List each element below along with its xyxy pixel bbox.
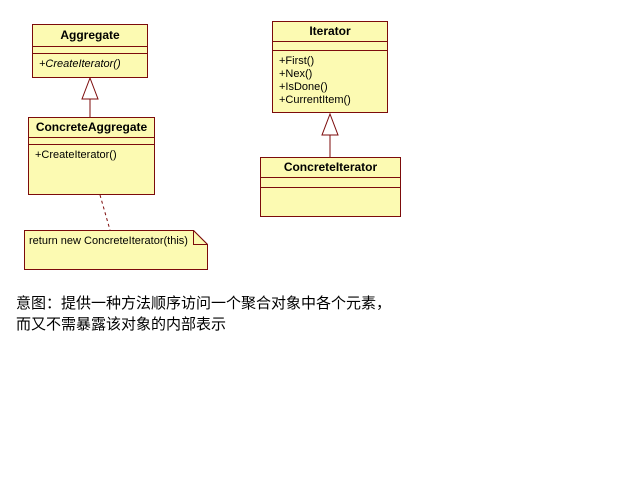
note-anchor-dashed-line — [99, 194, 111, 231]
method-label: +CurrentItem() — [279, 94, 351, 106]
hollow-triangle-arrowhead-icon — [81, 76, 99, 100]
class-box-iterator[interactable]: Iterator +First() +Nex() +IsDone() +Curr… — [272, 21, 388, 113]
methods-compartment: +First() +Nex() +IsDone() +CurrentItem() — [273, 51, 387, 107]
class-title: Iterator — [273, 22, 387, 42]
generalization-concrete-aggregate-to-aggregate — [81, 76, 99, 117]
methods-compartment — [261, 188, 400, 192]
attributes-compartment — [29, 138, 154, 145]
method-label: +First() — [279, 55, 315, 67]
attributes-compartment — [261, 178, 400, 188]
method-label: +IsDone() — [279, 81, 328, 93]
method-label: +Nex() — [279, 68, 313, 80]
class-title: Aggregate — [33, 25, 147, 47]
note-body — [24, 230, 208, 270]
generalization-concrete-iterator-to-iterator — [321, 112, 339, 157]
method-label: +CreateIterator() — [35, 149, 117, 161]
attributes-compartment — [273, 42, 387, 51]
note-shape — [24, 229, 209, 270]
note-text: return new ConcreteIterator(this) — [29, 235, 188, 247]
caption-line-1: 意图：提供一种方法顺序访问一个聚合对象中各个元素， — [16, 295, 392, 312]
note-fold-icon — [193, 229, 209, 245]
class-box-concrete-iterator[interactable]: ConcreteIterator — [260, 157, 401, 217]
methods-compartment: +CreateIterator() — [29, 145, 154, 162]
uml-note[interactable]: return new ConcreteIterator(this) — [24, 229, 209, 270]
method-label: +CreateIterator() — [39, 58, 121, 70]
class-box-aggregate[interactable]: Aggregate +CreateIterator() — [32, 24, 148, 78]
class-title: ConcreteAggregate — [29, 118, 154, 138]
intent-caption: 意图：提供一种方法顺序访问一个聚合对象中各个元素， 而又不需暴露该对象的内部表示 — [16, 293, 391, 335]
methods-compartment: +CreateIterator() — [33, 54, 147, 71]
hollow-triangle-arrowhead-icon — [321, 112, 339, 136]
class-title: ConcreteIterator — [261, 158, 400, 178]
caption-line-2: 而又不需暴露该对象的内部表示 — [16, 316, 227, 333]
attributes-compartment — [33, 47, 147, 54]
class-box-concrete-aggregate[interactable]: ConcreteAggregate +CreateIterator() — [28, 117, 155, 195]
